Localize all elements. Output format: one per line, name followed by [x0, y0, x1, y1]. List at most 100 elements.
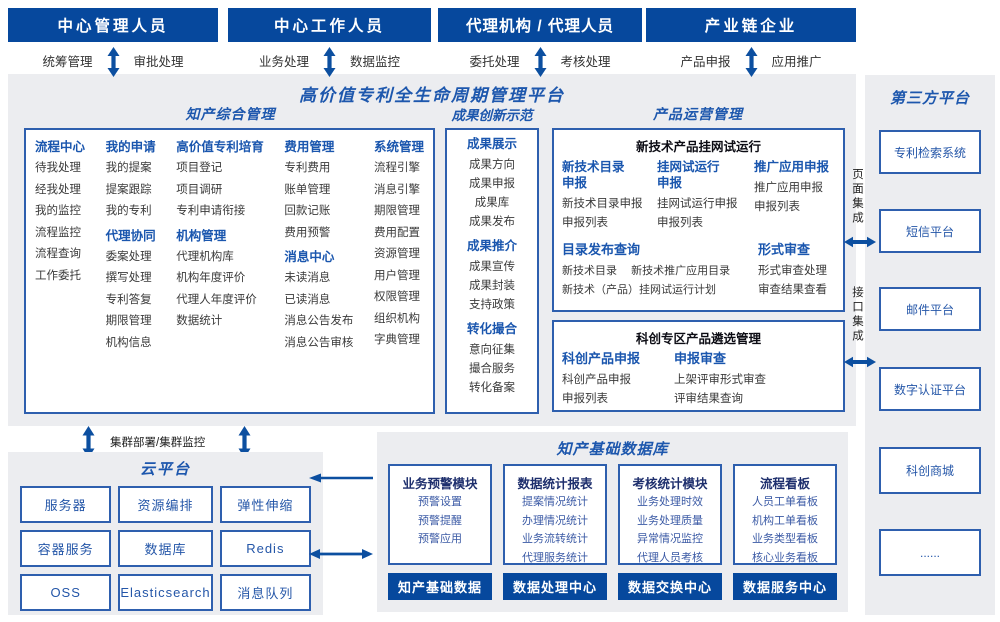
trial-run-row2: 目录发布查询 新技术目录 新技术推广应用目录 新技术（产品）挂网试运行计划 形式…: [554, 242, 843, 300]
module-header: 业务预警模块: [402, 477, 478, 491]
db-layer-badge: 数据服务中心: [733, 573, 837, 600]
module-item: 异常情况监控: [637, 533, 703, 545]
cloud-service-box: 容器服务: [20, 530, 112, 567]
group-header: 申报审查: [674, 351, 727, 366]
role-action-label: 业务处理: [258, 55, 309, 69]
menu-item: 未读消息: [284, 272, 331, 284]
role-group-agencies: 代理机构 / 代理人员 委托处理 考核处理: [438, 8, 642, 77]
menu-item: 新技术目录: [562, 265, 617, 277]
achievement-panel: 成果展示 成果方向成果申报成果库成果发布 成果推介 成果宣传成果封装支持政策 转…: [445, 128, 539, 414]
menu-item: 成果库: [474, 197, 510, 209]
menu-item: 权限管理: [373, 291, 420, 303]
menu-item: 审查结果查看: [758, 284, 827, 296]
menu-item: 费用配置: [373, 226, 420, 239]
vertical-double-arrow-icon: [238, 426, 251, 458]
group-header: 成果展示: [466, 137, 517, 151]
menu-item: 我的专利: [105, 205, 152, 217]
menu-item: 数据统计: [176, 315, 223, 327]
page-integration-label: 页面集成: [851, 168, 863, 226]
group-header: 我的申请: [105, 140, 156, 154]
group-header: 形式审查: [758, 242, 811, 257]
menu-item: 专利费用: [284, 162, 331, 174]
menu-item: 委案处理: [105, 250, 152, 263]
third-party-box: 科创商城: [879, 447, 981, 494]
role-group-industry-chain: 产业链企业 产品申报 应用推广: [646, 8, 856, 77]
menu-item: 账单管理: [284, 183, 331, 196]
group-header: 高价值专利培育: [176, 140, 264, 154]
vertical-double-arrow-icon: [745, 47, 757, 77]
trial-run-row1: 新技术目录申报 新技术目录申报申报列表 挂网试运行申报 挂网试运行申报申报列表 …: [554, 159, 843, 233]
db-layer-badge: 知产基础数据: [388, 573, 492, 600]
menu-item: 撮合服务: [469, 363, 515, 375]
menu-item: 用户管理: [373, 269, 420, 282]
group-header: 成果推介: [466, 239, 517, 253]
section-ip-management: 知产综合管理 流程中心 待我处理经我处理我的监控流程监控流程查询工作委托 我的申…: [18, 104, 443, 422]
vertical-double-arrow-icon: [534, 47, 546, 77]
trial-run-panel: 新技术产品挂网试运行 新技术目录申报 新技术目录申报申报列表 挂网试运行申报 挂…: [552, 128, 845, 312]
section-product-operations: 产品运营管理 新技术产品挂网试运行 新技术目录申报 新技术目录申报申报列表 挂网…: [548, 104, 848, 422]
group-header: 消息中心: [284, 250, 335, 264]
module-item: 代理人员考核: [637, 551, 703, 564]
menu-item: 流程监控: [35, 226, 81, 239]
module-item: 提案情况统计: [522, 496, 588, 508]
horizontal-double-arrow-icon: [309, 549, 373, 559]
module-item: 代理服务统计: [522, 551, 588, 564]
group-header: 挂网试运行申报: [657, 160, 720, 190]
cloud-service-box: OSS: [20, 574, 112, 611]
third-party-box: 专利检索系统: [879, 130, 981, 174]
menu-item: 我的监控: [35, 205, 81, 217]
menu-item: 撰写处理: [105, 272, 152, 284]
db-layer-badge: 数据交换中心: [618, 573, 722, 600]
platform-panel: 高价值专利全生命周期管理平台 知产综合管理 流程中心 待我处理经我处理我的监控流…: [8, 74, 856, 426]
vertical-double-arrow-icon: [323, 47, 336, 77]
menu-item: 支持政策: [469, 299, 515, 311]
section-title: 知产综合管理: [185, 106, 276, 122]
menu-item: 推广应用申报: [754, 182, 823, 194]
declare-review-group: 申报审查 上架评审形式审查评审结果查询: [674, 351, 835, 409]
menu-item: 申报列表: [657, 217, 703, 229]
group-header: 目录发布查询: [562, 242, 641, 257]
sci-product-declare-group: 科创产品申报 科创产品申报申报列表: [562, 351, 674, 409]
cluster-label: 集群部署/集群监控: [110, 437, 206, 449]
module-item: 人员工单看板: [752, 496, 818, 508]
module-item: 预警提醒: [418, 514, 462, 527]
role-action-label: 统筹管理: [42, 55, 93, 69]
section-title: 产品运营管理: [653, 106, 743, 122]
menu-item: 成果方向: [469, 159, 515, 171]
module-item: 预警设置: [418, 496, 462, 508]
module-header: 考核统计模块: [632, 477, 708, 491]
menu-item: 期限管理: [105, 315, 152, 327]
cloud-service-box: 弹性伸缩: [219, 486, 311, 523]
menu-item: 资源管理: [373, 248, 420, 260]
panel-title: 新技术产品挂网试运行: [635, 140, 761, 154]
menu-item: 成果申报: [469, 178, 515, 190]
cloud-service-box: 数据库: [118, 530, 213, 567]
role-title: 中心工作人员: [228, 8, 431, 42]
role-title: 产业链企业: [646, 8, 856, 42]
third-party-box: ......: [879, 529, 981, 576]
module-header: 流程看板: [759, 477, 810, 491]
menu-item: 机构年度评价: [176, 272, 246, 284]
horizontal-double-arrow-icon: [844, 356, 876, 368]
role-action-label: 审批处理: [133, 55, 184, 69]
menu-item: 挂网试运行申报: [657, 198, 738, 210]
section-title: 第三方平台: [889, 90, 970, 107]
section-ip-database: 知产基础数据库 业务预警模块 预警设置预警提醒预警应用 知产基础数据 数据统计报…: [377, 432, 848, 612]
menu-item: 待我处理: [35, 162, 81, 174]
menu-item: 成果封装: [469, 280, 515, 292]
ip-column-fee-management: 费用管理 专利费用账单管理回款记账费用预警 消息中心 未读消息已读消息消息公告发…: [284, 136, 353, 406]
module-item: 办理情况统计: [522, 514, 588, 527]
group-header: 新技术目录申报: [562, 160, 625, 190]
cloud-service-box: 服务器: [20, 486, 112, 523]
cloud-service-box: Elasticsearch: [118, 574, 213, 611]
menu-item: 流程引擎: [373, 162, 420, 174]
section-title: 知产基础数据库: [556, 441, 669, 458]
group-header: 流程中心: [35, 140, 86, 154]
ip-management-panel: 流程中心 待我处理经我处理我的监控流程监控流程查询工作委托 我的申请 我的提案提…: [24, 128, 435, 414]
interface-integration-label: 接口集成: [851, 286, 863, 344]
role-action-label: 委托处理: [469, 55, 520, 69]
db-module-assessment: 考核统计模块 业务处理时效业务处理质量异常情况监控代理人员考核 数据交换中心: [618, 464, 722, 600]
cloud-service-box: 消息队列: [219, 574, 311, 611]
menu-item: 工作委托: [35, 269, 81, 282]
